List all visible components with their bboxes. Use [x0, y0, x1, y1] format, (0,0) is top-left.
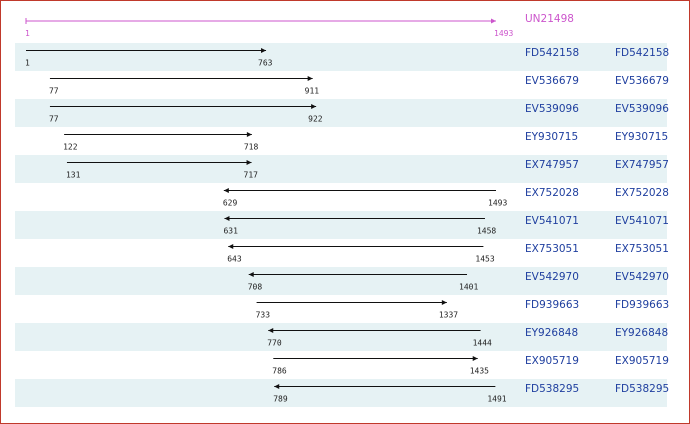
accession-link-secondary[interactable]: EY926848	[615, 327, 669, 339]
accession-link[interactable]: EV539096	[525, 103, 579, 115]
accession-link-secondary[interactable]: EX753051	[615, 243, 669, 255]
alignment-row: EV541071 EV541071	[15, 211, 669, 239]
start-position-label: 733	[256, 311, 271, 320]
start-position-label: 122	[63, 143, 78, 152]
accession-link[interactable]: EV541071	[525, 215, 579, 227]
accession-link-secondary[interactable]: EV542970	[615, 271, 669, 283]
alignment-row: EX905719 EX905719	[15, 351, 669, 379]
accession-link-secondary[interactable]: FD538295	[615, 383, 670, 395]
accession-link[interactable]: EX752028	[525, 187, 579, 199]
reference-id-link[interactable]: UN21498	[525, 13, 574, 25]
alignment-arrowhead	[307, 76, 313, 81]
reference-arrowhead	[491, 18, 496, 24]
start-position-label: 77	[49, 115, 59, 124]
start-position-label: 131	[66, 171, 81, 180]
alignment-row: FD538295 FD538295	[15, 379, 670, 407]
alignment-arrowhead	[228, 244, 234, 249]
accession-link[interactable]: FD538295	[525, 383, 580, 395]
end-position-label: 1401	[459, 283, 478, 292]
accession-link-secondary[interactable]: EY930715	[615, 131, 669, 143]
accession-link[interactable]: EV536679	[525, 75, 579, 87]
alignment-row: EV542970 EV542970	[15, 267, 669, 295]
end-position-label: 1491	[487, 395, 506, 404]
end-position-label: 763	[258, 59, 273, 68]
alignment-row: FD542158 FD542158	[15, 43, 670, 71]
end-position-label: 911	[305, 87, 320, 96]
accession-link[interactable]: FD939663	[525, 299, 580, 311]
end-position-label: 1337	[439, 311, 458, 320]
accession-link[interactable]: EX747957	[525, 159, 579, 171]
alignment-arrowhead	[311, 104, 317, 109]
alignment-arrowhead	[441, 300, 447, 305]
accession-link-secondary[interactable]: EX905719	[615, 355, 669, 367]
alignment-arrowhead	[248, 272, 254, 277]
accession-link[interactable]: EV542970	[525, 271, 579, 283]
accession-link[interactable]: EX905719	[525, 355, 579, 367]
end-position-label: 1453	[475, 255, 494, 264]
accession-link[interactable]: EY926848	[525, 327, 579, 339]
accession-link-secondary[interactable]: EV541071	[615, 215, 669, 227]
start-position-label: 1	[25, 59, 30, 68]
alignment-arrowhead	[472, 356, 478, 361]
end-position-label: 1493	[488, 199, 507, 208]
alignment-arrowhead	[274, 384, 280, 389]
accession-link-secondary[interactable]: EV536679	[615, 75, 669, 87]
alignment-arrowhead	[246, 160, 252, 165]
start-position-label: 789	[273, 395, 288, 404]
end-position-label: 717	[244, 171, 259, 180]
end-position-label: 1458	[477, 227, 496, 236]
accession-link-secondary[interactable]: EX747957	[615, 159, 669, 171]
start-position-label: 770	[267, 339, 282, 348]
end-position-label: 1444	[473, 339, 492, 348]
alignment-arrowhead	[223, 188, 229, 193]
start-position-label: 629	[223, 199, 238, 208]
end-position-label: 718	[244, 143, 259, 152]
start-position-label: 708	[248, 283, 263, 292]
accession-link-secondary[interactable]: EV539096	[615, 103, 669, 115]
alignment-row: EX753051 EX753051	[15, 239, 669, 267]
accession-link-secondary[interactable]: FD939663	[615, 299, 670, 311]
alignment-arrowhead	[261, 48, 267, 53]
alignment-arrowhead	[268, 328, 274, 333]
end-position-label: 922	[308, 115, 323, 124]
accession-link-secondary[interactable]: FD542158	[615, 47, 670, 59]
accession-link[interactable]: EX753051	[525, 243, 579, 255]
accession-link[interactable]: EY930715	[525, 131, 579, 143]
alignment-arrowhead	[224, 216, 230, 221]
end-position-label: 1435	[470, 367, 489, 376]
reference-end-label: 1493	[494, 29, 513, 38]
accession-link-secondary[interactable]: EX752028	[615, 187, 669, 199]
alignment-row: EY926848 EY926848	[15, 323, 669, 351]
start-position-label: 77	[49, 87, 59, 96]
reference-start-label: 1	[25, 29, 30, 38]
alignment-row: EV536679 EV536679	[15, 71, 669, 99]
accession-link[interactable]: FD542158	[525, 47, 580, 59]
alignment-row: FD939663 FD939663	[15, 295, 670, 323]
alignment-row: EX747957 EX747957	[15, 155, 669, 183]
start-position-label: 643	[227, 255, 242, 264]
alignment-row: EX752028 EX752028	[15, 183, 669, 211]
reference-row: UN21498	[15, 9, 667, 37]
alignment-row: EY930715 EY930715	[15, 127, 669, 155]
start-position-label: 786	[272, 367, 287, 376]
alignment-arrowhead	[246, 132, 252, 137]
start-position-label: 631	[223, 227, 238, 236]
alignment-row: EV539096 EV539096	[15, 99, 669, 127]
